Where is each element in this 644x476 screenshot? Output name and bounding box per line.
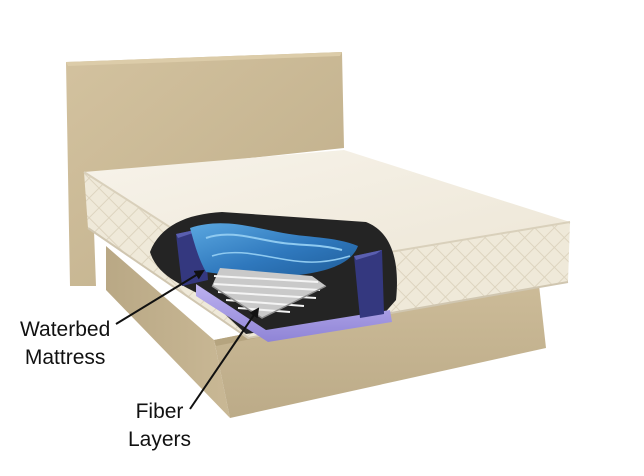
waterbed-label-line2: Mattress xyxy=(20,344,110,372)
waterbed-label-line1: Waterbed xyxy=(20,316,110,344)
waterbed-mattress-label: Waterbed Mattress xyxy=(20,316,110,372)
fiber-layers-label: Fiber Layers xyxy=(128,398,191,454)
fiber-label-line1: Fiber xyxy=(128,398,191,426)
fiber-label-line2: Layers xyxy=(128,426,191,454)
